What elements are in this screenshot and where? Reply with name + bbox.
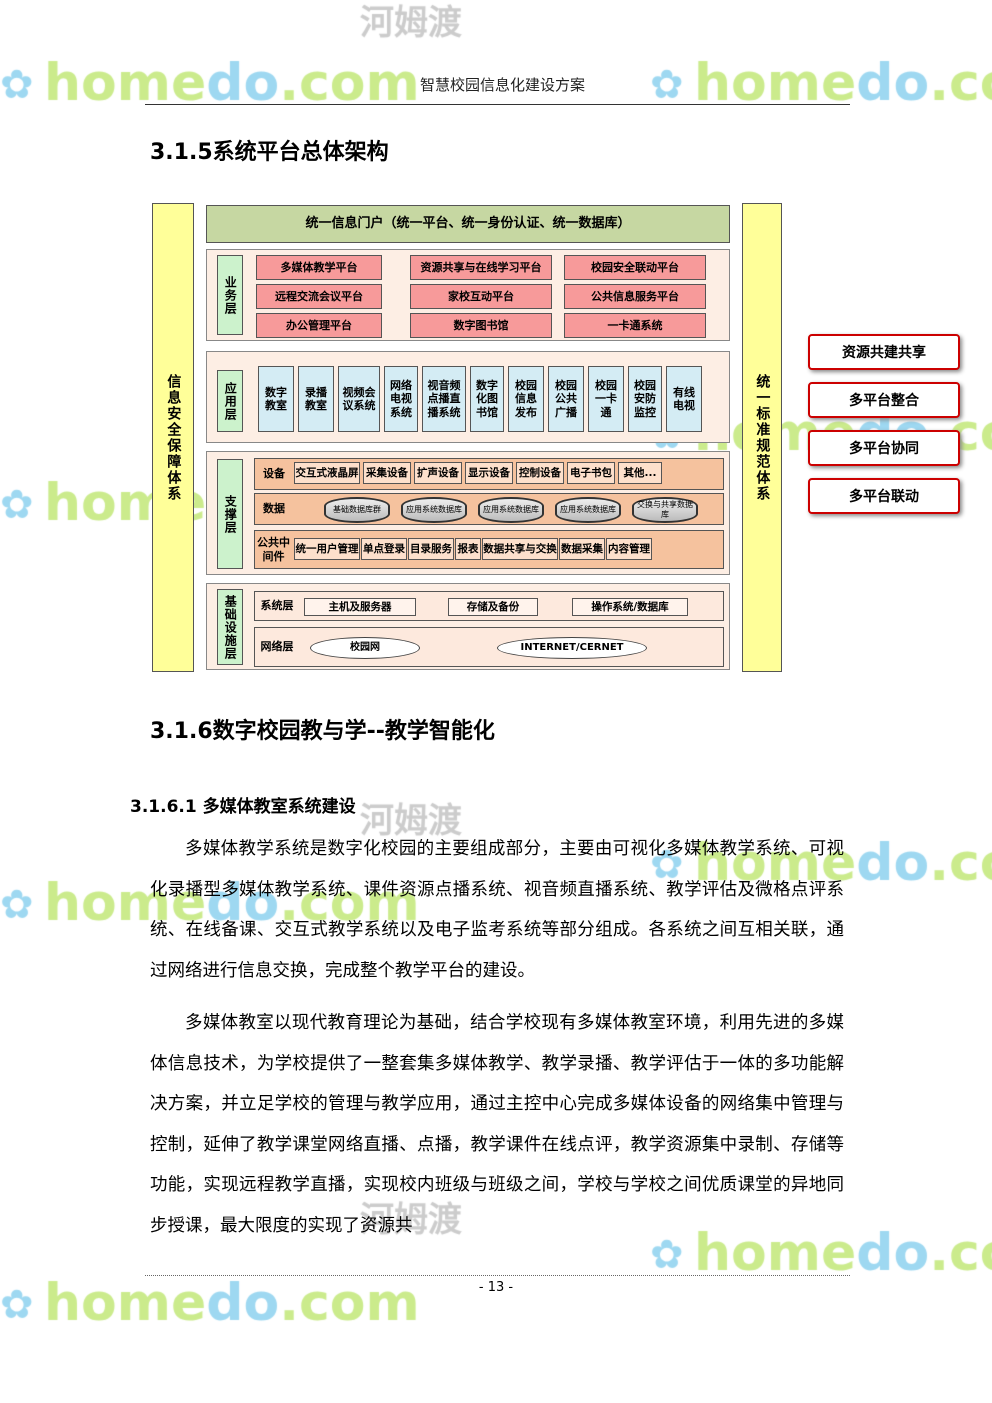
left-pillar: 信息安全保障体系	[152, 203, 194, 672]
layer-label: 业务层	[217, 255, 243, 335]
application-item: 校园一卡通	[588, 366, 624, 432]
row-label: 系统层	[260, 599, 294, 613]
business-item: 远程交流会议平台	[256, 284, 382, 309]
layer-label: 基础设施层	[217, 589, 243, 665]
body-text: 多媒体教学系统是数字化校园的主要组成部分，主要由可视化多媒体教学系统、可视化录播…	[150, 829, 844, 1246]
business-item: 公共信息服务平台	[564, 284, 706, 309]
device-item: 其他...	[618, 462, 662, 484]
middleware-item: 内容管理	[606, 538, 652, 560]
system-item: 主机及服务器	[304, 598, 416, 616]
row-label: 设备	[263, 467, 285, 481]
system-item: 存储及备份	[448, 598, 538, 616]
device-item: 采集设备	[363, 462, 411, 484]
middleware-item: 报表	[455, 538, 481, 560]
row-label: 数据	[263, 502, 285, 516]
network-cloud: INTERNET/CERNET	[497, 637, 647, 659]
header-rule	[145, 104, 850, 105]
application-item: 录播教室	[298, 366, 334, 432]
application-item: 网络电视系统	[384, 366, 418, 432]
application-item: 校园安防监控	[628, 366, 662, 432]
running-header: 智慧校园信息化建设方案	[420, 76, 586, 94]
paragraph: 多媒体教室以现代教育理论为基础，结合学校现有多媒体教室环境，利用先进的多媒体信息…	[150, 1013, 844, 1236]
application-item: 数字教室	[258, 366, 294, 432]
application-item: 校园公共广播	[548, 366, 584, 432]
row-label: 公共中间件	[257, 536, 290, 563]
database-cylinder: 应用系统数据库	[401, 497, 467, 523]
database-cylinder: 基础数据库群	[324, 497, 390, 523]
side-box: 多平台协同	[808, 430, 960, 466]
database-cylinder: 应用系统数据库	[478, 497, 544, 523]
middleware-item: 数据采集	[559, 538, 605, 560]
network-cloud: 校园网	[310, 637, 420, 659]
subsection-heading: 3.1.6.1 多媒体教室系统建设	[130, 797, 356, 817]
business-item: 多媒体教学平台	[256, 255, 382, 280]
side-box: 资源共建共享	[808, 334, 960, 370]
side-box: 多平台联动	[808, 478, 960, 514]
middleware-item: 数据共享与交换	[482, 538, 558, 560]
business-item: 家校互动平台	[410, 284, 552, 309]
device-item: 控制设备	[516, 462, 564, 484]
middleware-item: 目录服务	[408, 538, 454, 560]
business-item: 办公管理平台	[256, 313, 382, 338]
application-item: 校园信息发布	[508, 366, 544, 432]
footer-rule	[145, 1275, 850, 1276]
device-item: 交互式液晶屏	[294, 462, 360, 484]
device-item: 电子书包	[567, 462, 615, 484]
portal-bar: 统一信息门户（统一平台、统一身份认证、统一数据库）	[206, 205, 730, 243]
section-heading: 3.1.5系统平台总体架构	[150, 140, 389, 165]
middleware-item: 统一用户管理	[294, 538, 360, 560]
paragraph: 多媒体教学系统是数字化校园的主要组成部分，主要由可视化多媒体教学系统、可视化录播…	[150, 839, 844, 981]
device-item: 显示设备	[465, 462, 513, 484]
application-item: 数字化图书馆	[470, 366, 504, 432]
page-number: - 13 -	[478, 1280, 514, 1295]
database-cylinder: 应用系统数据库	[555, 497, 621, 523]
business-item: 资源共享与在线学习平台	[410, 255, 552, 280]
right-pillar: 统一标准规范体系	[742, 203, 782, 672]
row-label: 网络层	[260, 640, 294, 654]
right-pillar-label: 统一标准规范体系	[754, 373, 771, 502]
business-item: 数字图书馆	[410, 313, 552, 338]
device-item: 扩声设备	[414, 462, 462, 484]
side-box: 多平台整合	[808, 382, 960, 418]
section-heading: 3.1.6数字校园教与学--教学智能化	[150, 719, 495, 744]
layer-label: 支撑层	[217, 459, 243, 569]
middleware-item: 单点登录	[361, 538, 407, 560]
application-item: 有线电视	[666, 366, 702, 432]
architecture-diagram: 信息安全保障体系 统一标准规范体系 统一信息门户（统一平台、统一身份认证、统一数据库…	[152, 203, 782, 672]
database-cylinder: 交换与共享数据库	[632, 497, 698, 523]
business-item: 一卡通系统	[564, 313, 706, 338]
application-item: 视频会议系统	[338, 366, 380, 432]
left-pillar-label: 信息安全保障体系	[165, 373, 182, 502]
application-item: 视音频点播直播系统	[422, 366, 466, 432]
layer-label: 应用层	[217, 370, 243, 432]
system-item: 操作系统/数据库	[572, 598, 688, 616]
business-item: 校园安全联动平台	[564, 255, 706, 280]
